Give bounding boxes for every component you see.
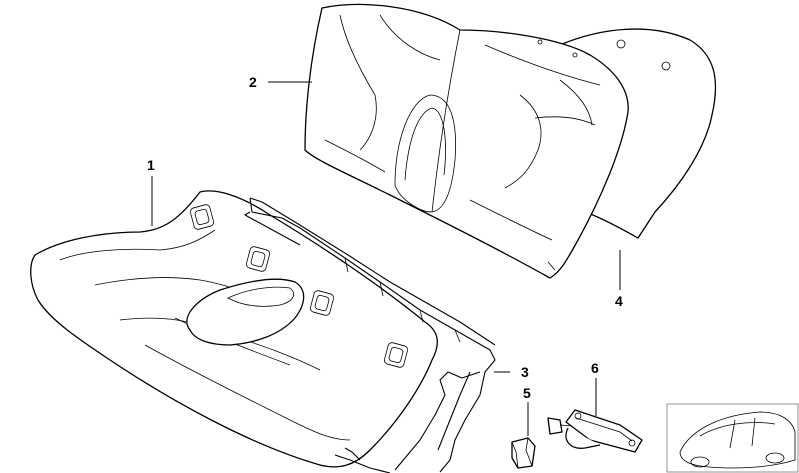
part-label-1: 1 bbox=[147, 157, 155, 173]
backrest bbox=[304, 3, 629, 279]
part-label-3: 3 bbox=[521, 364, 529, 380]
leader-lines bbox=[151, 81, 621, 436]
bracket-part bbox=[547, 409, 643, 453]
part-label-6: 6 bbox=[591, 360, 599, 376]
vehicle-thumbnail bbox=[666, 403, 799, 473]
part-label-2: 2 bbox=[249, 74, 257, 90]
part-label-5: 5 bbox=[523, 385, 531, 401]
part-label-4: 4 bbox=[615, 293, 623, 309]
clip-part bbox=[511, 437, 536, 469]
seat-cushion bbox=[30, 190, 438, 468]
seat-frame bbox=[244, 197, 496, 473]
